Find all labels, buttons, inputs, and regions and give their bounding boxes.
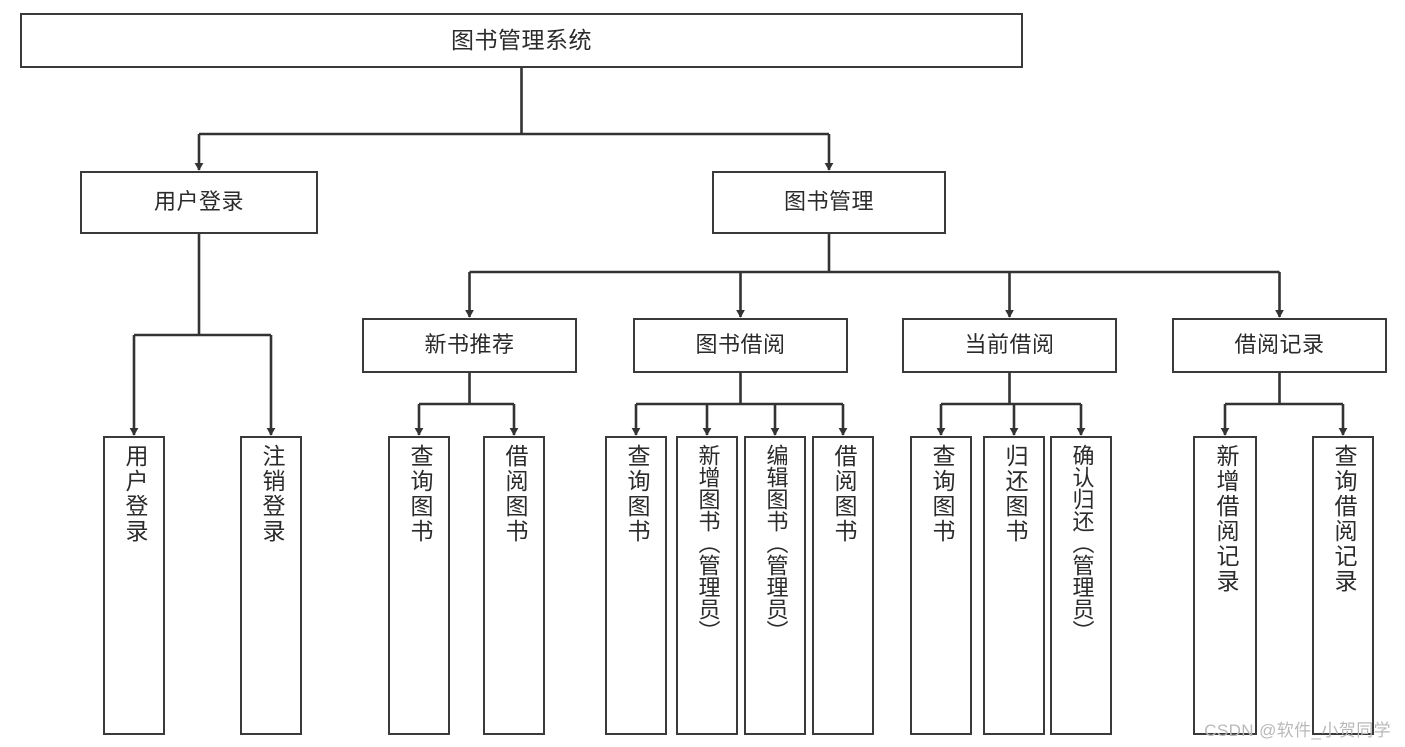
node-label: 编辑图书（管理员） bbox=[763, 444, 789, 642]
node-leaf7[interactable]: 编辑图书（管理员） bbox=[744, 436, 806, 735]
node-bookmgmt[interactable]: 图书管理 bbox=[712, 171, 946, 234]
csdn-watermark: CSDN @软件_小贺同学 bbox=[1204, 721, 1391, 740]
node-label: 查询图书 bbox=[623, 444, 650, 544]
node-label: 借阅图书 bbox=[830, 444, 857, 544]
node-records[interactable]: 借阅记录 bbox=[1172, 318, 1387, 373]
node-leaf13[interactable]: 查询借阅记录 bbox=[1312, 436, 1374, 735]
node-login[interactable]: 用户登录 bbox=[80, 171, 318, 234]
node-leaf11[interactable]: 确认归还（管理员） bbox=[1050, 436, 1112, 735]
node-current[interactable]: 当前借阅 bbox=[902, 318, 1117, 373]
node-label: 借阅记录 bbox=[1234, 332, 1325, 358]
node-label: 新书推荐 bbox=[424, 332, 515, 358]
node-leaf6[interactable]: 新增图书（管理员） bbox=[676, 436, 738, 735]
node-label: 当前借阅 bbox=[964, 332, 1055, 358]
node-borrow[interactable]: 图书借阅 bbox=[633, 318, 848, 373]
node-label: 查询借阅记录 bbox=[1330, 444, 1357, 594]
node-leaf8[interactable]: 借阅图书 bbox=[812, 436, 874, 735]
node-label: 图书管理 bbox=[783, 189, 874, 215]
node-label: 查询图书 bbox=[406, 444, 433, 544]
node-leaf3[interactable]: 查询图书 bbox=[388, 436, 450, 735]
node-leaf12[interactable]: 新增借阅记录 bbox=[1193, 436, 1257, 735]
node-label: 查询图书 bbox=[928, 444, 955, 544]
node-leaf2[interactable]: 注销登录 bbox=[240, 436, 302, 735]
node-label: 图书借阅 bbox=[695, 332, 786, 358]
node-leaf1[interactable]: 用户登录 bbox=[103, 436, 165, 735]
node-label: 图书管理系统 bbox=[451, 26, 592, 53]
node-label: 注销登录 bbox=[258, 444, 285, 544]
node-label: 归还图书 bbox=[1001, 444, 1028, 544]
node-root[interactable]: 图书管理系统 bbox=[20, 13, 1023, 68]
node-label: 借阅图书 bbox=[501, 444, 528, 544]
node-leaf9[interactable]: 查询图书 bbox=[910, 436, 972, 735]
node-label: 用户登录 bbox=[121, 444, 148, 544]
node-leaf5[interactable]: 查询图书 bbox=[605, 436, 667, 735]
node-label: 新增图书（管理员） bbox=[695, 444, 721, 642]
node-label: 用户登录 bbox=[153, 189, 244, 215]
node-leaf4[interactable]: 借阅图书 bbox=[483, 436, 545, 735]
node-newbook[interactable]: 新书推荐 bbox=[362, 318, 577, 373]
node-label: 新增借阅记录 bbox=[1212, 444, 1239, 594]
node-leaf10[interactable]: 归还图书 bbox=[983, 436, 1045, 735]
node-label: 确认归还（管理员） bbox=[1069, 444, 1095, 642]
